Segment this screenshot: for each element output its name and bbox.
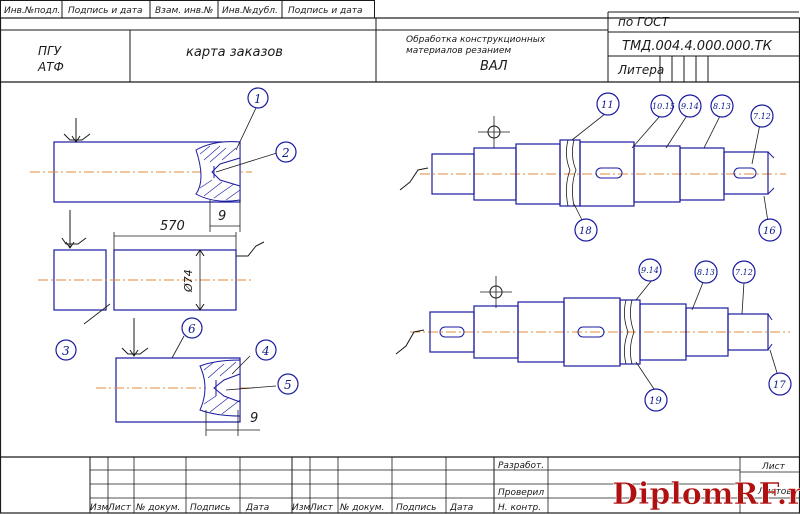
standard-label: по ГОСТ [618, 15, 671, 29]
col-doc-1: № докум. [135, 503, 180, 513]
shaft-top-callout-18: 18 [574, 218, 598, 242]
sheets-label: Листов [757, 487, 792, 497]
sheet-frame [0, 17, 800, 514]
role-norm-control: Н. контр. [498, 503, 541, 513]
svg-text:19: 19 [649, 396, 662, 407]
shaft-bottom-callout-9-14: 9.14 [638, 258, 662, 282]
callout-6: 6 [181, 317, 203, 339]
dim-length: 570 [160, 219, 185, 234]
part-name: ВАЛ [480, 59, 508, 74]
stamp-cell-2: Подпись и дата [68, 6, 143, 16]
col-doc-2: № докум. [339, 503, 384, 513]
shaft-bottom-callout-7-12: 7.12 [732, 260, 756, 284]
col-list-1: Лист [107, 503, 132, 513]
flow-arrow-1 [61, 210, 87, 249]
sheet-label: Лист [761, 462, 786, 472]
callout-3: 3 [55, 339, 77, 361]
title-block: Изм Лист № докум. Подпись Дата Изм Лист … [0, 456, 799, 513]
designation: ТМД.004.4.000.000.ТК [622, 39, 773, 54]
stamp-cell-5: Подпись и дата [288, 6, 363, 16]
cutoff-stage: 570 Ø74 [38, 219, 265, 325]
face-stage: 9 [96, 335, 277, 436]
callout-2: 2 [275, 141, 297, 163]
stamp-cell-1: Инв.№подл. [4, 6, 60, 16]
shaft-top-callout-10-15: 10.15 [650, 94, 675, 118]
shaft-bottom-callout-8-13: 8.13 [694, 260, 718, 284]
litera-label: Литера [617, 63, 664, 77]
svg-text:6: 6 [188, 322, 196, 336]
svg-text:18: 18 [579, 226, 592, 237]
dim-face-top: 9 [218, 209, 226, 224]
svg-text:11: 11 [601, 100, 614, 111]
stamp-cell-4: Инв.№дубл. [222, 6, 278, 16]
col-date-1: Дата [245, 503, 269, 513]
col-sign-1: Подпись [190, 503, 230, 513]
shaft-bottom-callout-19: 19 [644, 388, 668, 412]
watermark: DiplomRF.ru [612, 477, 800, 512]
callout-4: 4 [255, 339, 277, 361]
process-line-1: Обработка конструкционных [406, 35, 546, 45]
shaft-bottom-callouts: 9.14 8.13 7.12 19 17 [638, 258, 792, 412]
svg-text:7.12: 7.12 [753, 112, 771, 121]
col-izm-1: Изм [90, 503, 109, 513]
col-izm-2: Изм [292, 503, 311, 513]
svg-text:10.15: 10.15 [652, 102, 675, 111]
stamp-cell-3: Взам. инв.№ [155, 6, 213, 16]
shaft-bottom [395, 276, 790, 393]
left-callouts: 1 2 3 4 5 6 [55, 87, 299, 395]
svg-text:9.14: 9.14 [641, 266, 659, 275]
svg-text:4: 4 [261, 344, 270, 358]
process-line-2: материалов резанием [406, 46, 511, 56]
svg-text:8.13: 8.13 [713, 102, 731, 111]
doc-title: карта заказов [186, 45, 283, 60]
shaft-top-callout-9-14: 9.14 [678, 94, 702, 118]
svg-text:9.14: 9.14 [681, 102, 699, 111]
col-date-2: Дата [449, 503, 473, 513]
shaft-top-callout-8-13: 8.13 [710, 94, 734, 118]
stamp-strip: Инв.№подл. Подпись и дата Взам. инв.№ Ин… [0, 0, 375, 19]
blank-workpiece-top: 9 [30, 118, 252, 232]
shaft-top-callout-7-12: 7.12 [750, 104, 774, 128]
org-line-2: АТФ [37, 60, 64, 74]
col-list-2: Лист [309, 503, 334, 513]
svg-text:16: 16 [763, 226, 776, 237]
role-checker: Проверил [498, 488, 544, 498]
dim-face-bottom: 9 [250, 411, 258, 426]
svg-text:2: 2 [281, 146, 290, 160]
flow-arrow-2 [121, 318, 149, 357]
svg-text:3: 3 [62, 344, 70, 358]
svg-text:1: 1 [254, 92, 262, 106]
svg-text:8.13: 8.13 [697, 268, 715, 277]
shaft-top-callouts: 11 10.15 9.14 8.13 7.12 18 16 [574, 92, 782, 242]
callout-1: 1 [247, 87, 269, 109]
shaft-top [399, 109, 786, 225]
shaft-top-callout-16: 16 [758, 218, 782, 242]
svg-text:5: 5 [284, 378, 292, 392]
svg-text:17: 17 [773, 380, 786, 391]
svg-text:7.12: 7.12 [735, 268, 753, 277]
shaft-bottom-callout-17: 17 [768, 372, 792, 396]
callout-5: 5 [277, 373, 299, 395]
org-line-1: ПГУ [38, 44, 62, 58]
col-sign-2: Подпись [396, 503, 436, 513]
header-block: ПГУ АТФ карта заказов Обработка конструк… [0, 11, 799, 83]
shaft-top-callout-11: 11 [596, 92, 620, 116]
role-developer: Разработ. [498, 461, 544, 471]
dim-diameter: Ø74 [182, 269, 195, 293]
